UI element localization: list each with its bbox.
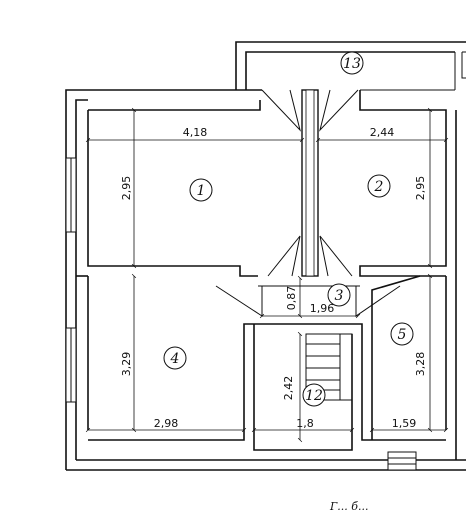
dim-room2-height: 2,95 (414, 176, 427, 201)
dim-room5-height: 3,28 (414, 352, 427, 377)
room-label-12: 12 (302, 383, 326, 407)
dim-room12-height: 2,42 (282, 376, 295, 401)
dim-room4-width: 2,98 (154, 417, 179, 430)
room-label-4: 4 (163, 346, 187, 370)
svg-text:2: 2 (374, 179, 384, 195)
svg-text:3: 3 (335, 288, 344, 304)
dimension-lines (85, 107, 449, 443)
interior-walls (76, 89, 457, 471)
dim-room2-width: 2,44 (370, 126, 395, 139)
svg-text:13: 13 (343, 56, 361, 72)
window-lower-left (65, 327, 77, 403)
dim-hall-width: 1,96 (310, 302, 335, 315)
exterior-walls (65, 41, 466, 471)
room-label-3: 3 (327, 283, 351, 307)
svg-text:12: 12 (305, 388, 323, 404)
room-label-1: 1 (189, 178, 213, 202)
room-label-13: 13 (340, 51, 364, 75)
svg-text:4: 4 (170, 351, 180, 367)
dim-hall-depth: 0,87 (285, 286, 298, 311)
svg-text:1: 1 (197, 183, 206, 199)
room-label-5: 5 (390, 322, 414, 346)
dim-room12-width: 1,8 (296, 417, 314, 430)
dim-room5-width: 1,59 (392, 417, 417, 430)
dim-room4-height: 3,29 (120, 352, 133, 377)
dim-room1-height: 2,95 (120, 176, 133, 201)
dim-room1-width: 4,18 (183, 126, 208, 139)
svg-text:5: 5 (398, 327, 407, 343)
caption-fragment: Г... б... (329, 500, 368, 510)
room-label-2: 2 (367, 174, 391, 198)
window-upper-left (65, 157, 77, 233)
